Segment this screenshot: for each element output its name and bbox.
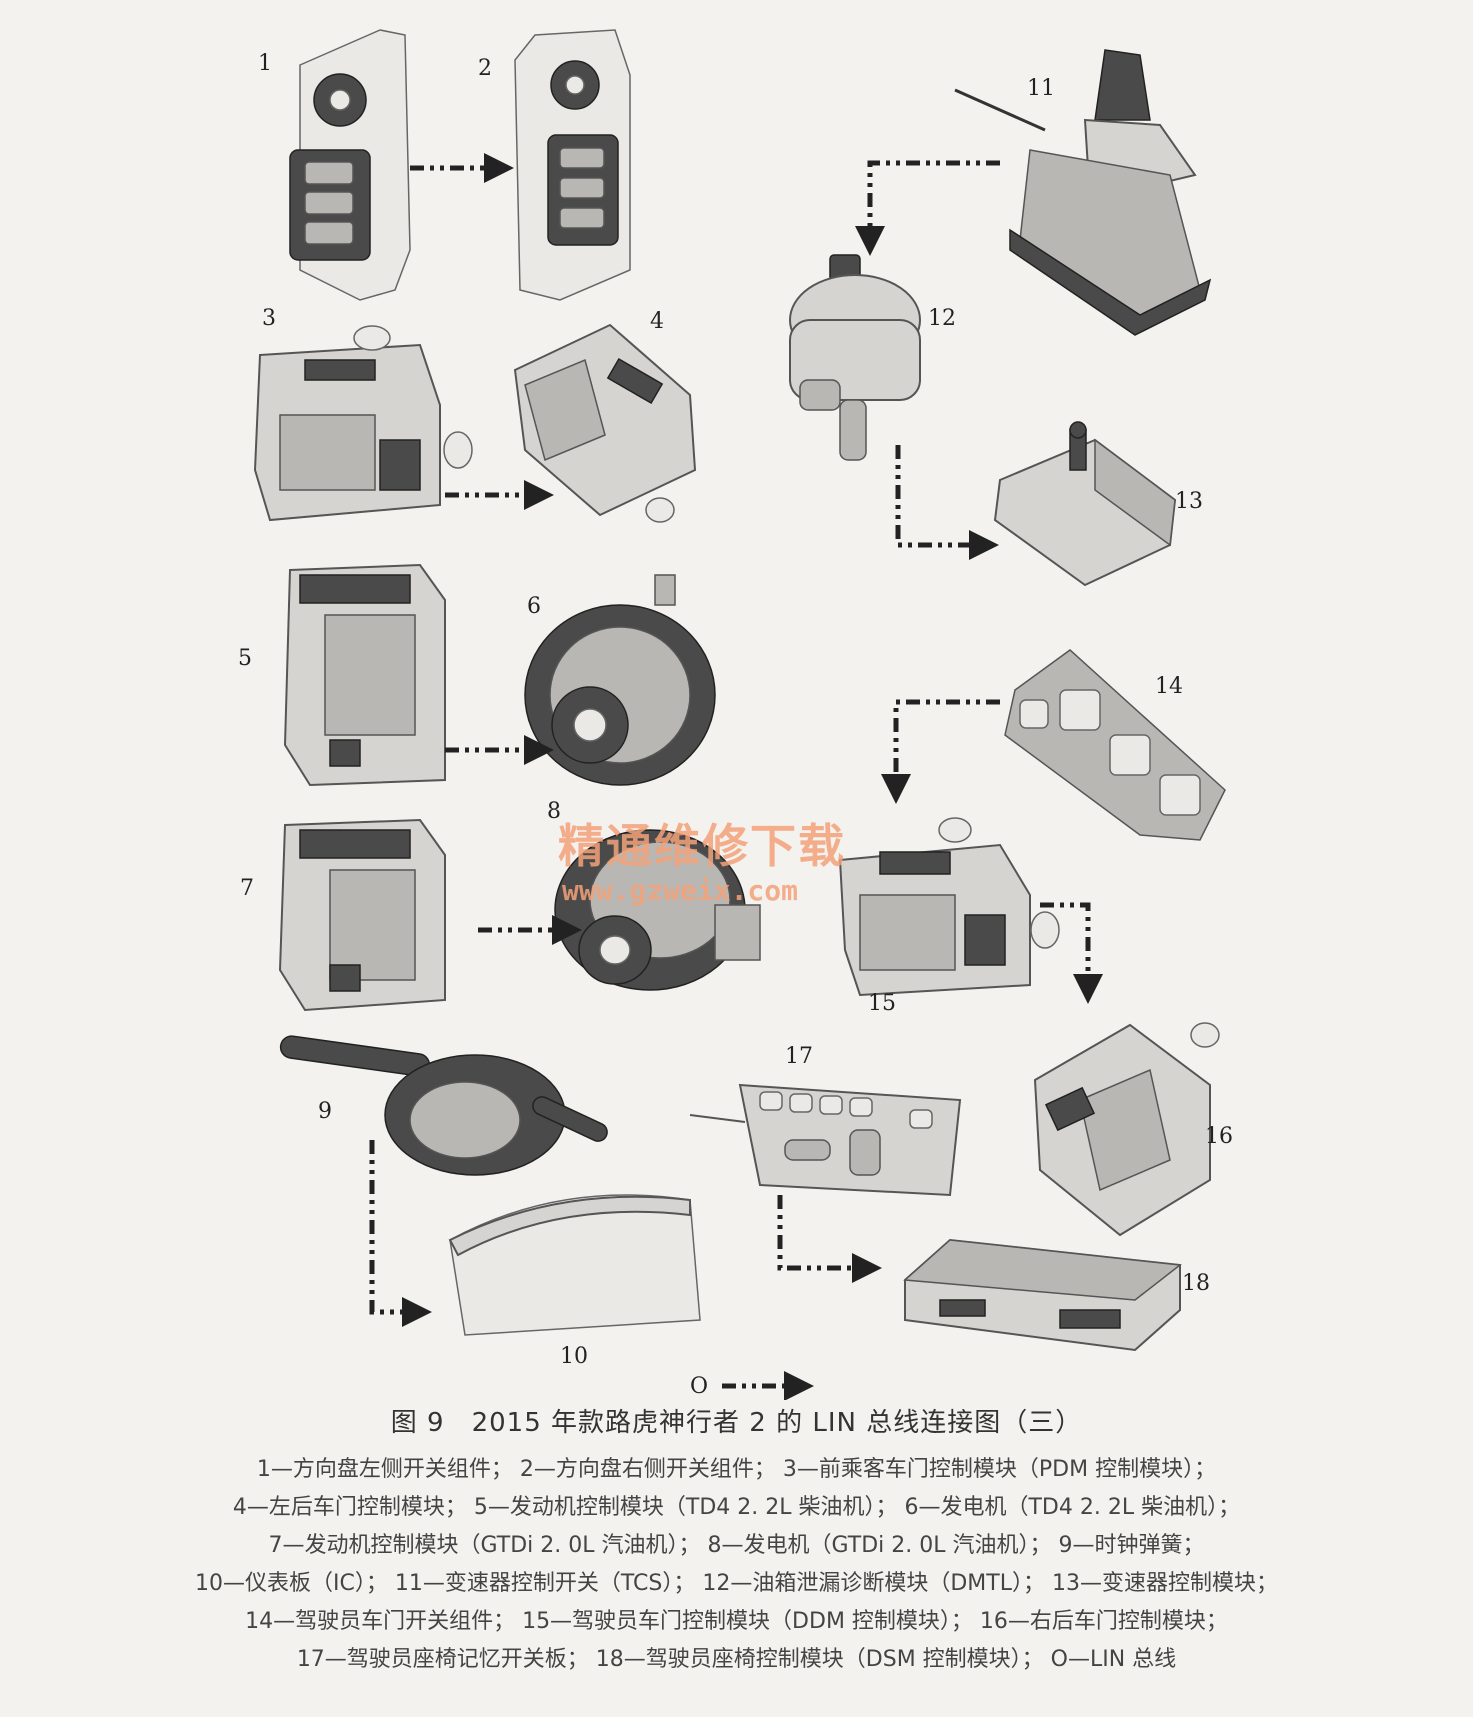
component-13-tcm xyxy=(993,421,1177,587)
component-9-clock-spring xyxy=(279,1035,608,1176)
label-14: 14 xyxy=(1155,674,1183,699)
label-17: 17 xyxy=(785,1044,813,1069)
label-10: 10 xyxy=(560,1344,588,1369)
caption-line-1: 1—方向盘左侧开关组件； 2—方向盘右侧开关组件； 3—前乘客车门控制模块（PD… xyxy=(256,1457,1217,1482)
component-5-ecm-td4 xyxy=(283,563,446,787)
component-2-steering-right-switch xyxy=(514,29,631,301)
label-6: 6 xyxy=(527,594,541,619)
component-17-seat-memory-switch xyxy=(689,1083,962,1197)
component-12-dmtl xyxy=(789,254,921,461)
label-12: 12 xyxy=(928,306,956,331)
label-18: 18 xyxy=(1182,1271,1210,1296)
label-4: 4 xyxy=(650,309,664,334)
lin-link-12-13 xyxy=(895,445,999,560)
component-16-right-rear-door-module xyxy=(1033,1022,1220,1237)
label-15: 15 xyxy=(868,991,896,1016)
component-6-alternator-td4 xyxy=(524,574,716,786)
label-9: 9 xyxy=(318,1099,332,1124)
component-18-dsm-module xyxy=(903,1238,1182,1352)
component-1-steering-left-switch xyxy=(289,29,411,301)
label-8: 8 xyxy=(547,799,561,824)
label-3: 3 xyxy=(262,306,276,331)
label-13: 13 xyxy=(1175,489,1203,514)
caption-line-2: 4—左后车门控制模块； 5—发动机控制模块（TD4 2. 2L 柴油机）； 6—… xyxy=(232,1495,1241,1520)
label-7: 7 xyxy=(240,876,254,901)
component-3-pdm-module xyxy=(253,325,473,522)
legend-symbol: O xyxy=(690,1374,708,1399)
figure-caption: 图 9 2015 年款路虎神行者 2 的 LIN 总线连接图（三） 1—方向盘左… xyxy=(20,1402,1453,1679)
caption-line-5: 14—驾驶员车门开关组件； 15—驾驶员车门控制模块（DDM 控制模块）； 16… xyxy=(245,1609,1228,1634)
watermark-url: www.gzweix.com xyxy=(562,874,798,907)
component-11-transmission-switch xyxy=(954,49,1212,336)
lin-link-9-10 xyxy=(369,1140,432,1327)
legend: O xyxy=(690,1371,814,1400)
lin-connections xyxy=(369,153,1103,1327)
lin-link-11-12 xyxy=(855,160,1000,256)
label-2: 2 xyxy=(478,56,492,81)
watermark: 精通维修下载 www.gzweix.com xyxy=(558,819,846,907)
component-15-ddm-module xyxy=(838,817,1060,997)
caption-line-4: 10—仪表板（IC）； 11—变速器控制开关（TCS）； 12—油箱泄漏诊断模块… xyxy=(195,1571,1278,1596)
lin-bus-diagram: 1 2 3 4 5 6 7 8 9 10 11 12 13 14 15 16 1… xyxy=(238,29,1233,1400)
caption-line-6: 17—驾驶员座椅记忆开关板； 18—驾驶员座椅控制模块（DSM 控制模块）； O… xyxy=(296,1647,1177,1672)
label-5: 5 xyxy=(238,646,252,671)
component-14-driver-door-switch xyxy=(1004,649,1226,841)
label-11: 11 xyxy=(1027,76,1055,101)
component-8-alternator-gtdi xyxy=(554,829,761,991)
component-10-instrument-cluster xyxy=(448,1194,701,1336)
watermark-title: 精通维修下载 xyxy=(558,819,846,873)
component-labels: 1 2 3 4 5 6 7 8 9 10 11 12 13 14 15 16 1… xyxy=(238,51,1233,1369)
lin-link-15-16 xyxy=(1040,902,1103,1004)
figure-title: 图 9 2015 年款路虎神行者 2 的 LIN 总线连接图（三） xyxy=(390,1408,1083,1438)
label-1: 1 xyxy=(258,51,272,76)
lin-link-17-18 xyxy=(777,1195,882,1283)
component-7-ecm-gtdi xyxy=(278,818,446,1012)
label-16: 16 xyxy=(1205,1124,1233,1149)
component-4-left-rear-door-module xyxy=(513,323,697,523)
caption-line-3: 7—发动机控制模块（GTDi 2. 0L 汽油机）； 8—发电机（GTDi 2.… xyxy=(268,1533,1205,1558)
lin-link-14-15 xyxy=(881,699,1000,804)
